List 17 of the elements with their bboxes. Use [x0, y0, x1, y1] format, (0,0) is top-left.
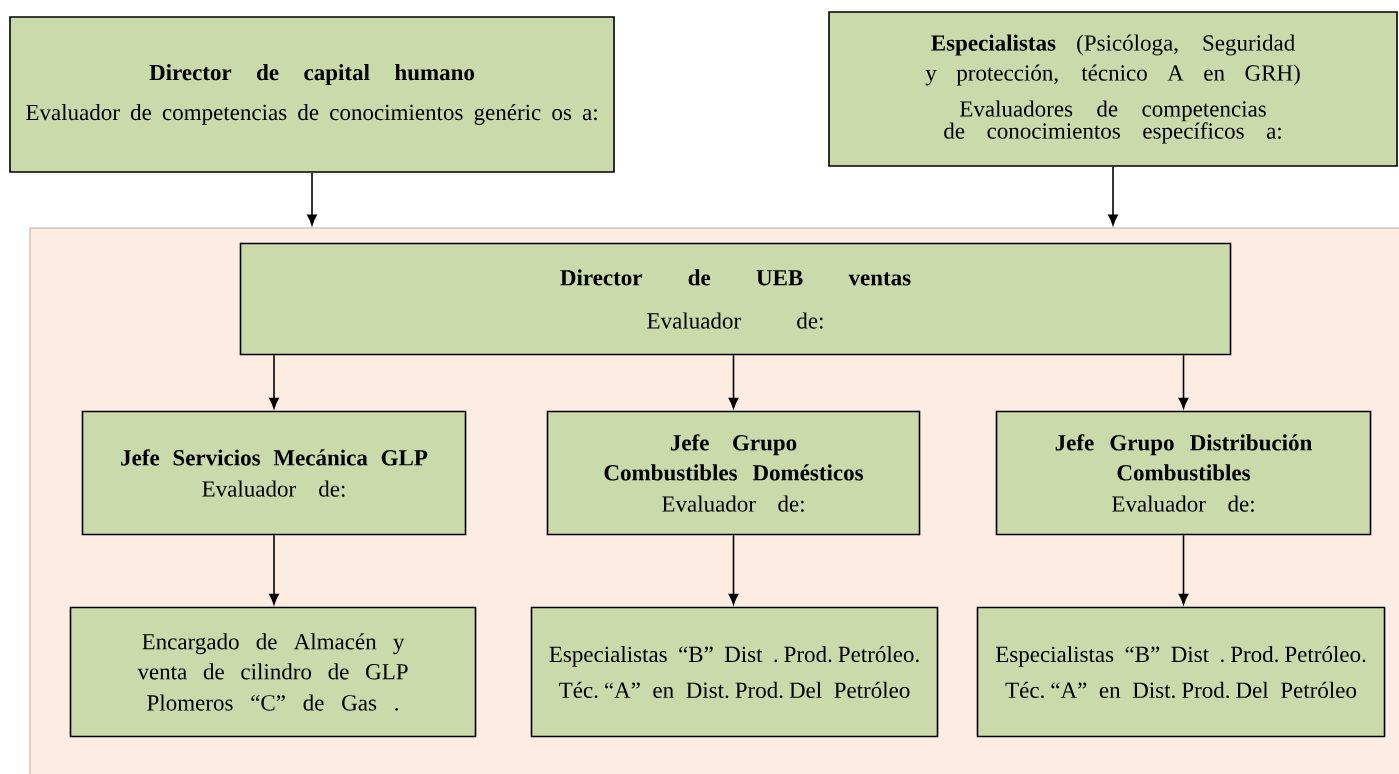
role-box: Director de UEB ventas Evaluador de:: [239, 242, 1232, 356]
role-box: Jefe Servicios Mecánica GLP Evaluador de:: [81, 410, 467, 536]
role-box: Jefe Grupo Distribución Combustibles Evaluador de:: [995, 410, 1372, 536]
role-box: Director de capital humano Evaluador de competencias de conocimientos genéric os a:: [9, 16, 615, 173]
arrow: [269, 534, 279, 605]
role-box: Especialistas “B” Dist . Prod. Petróleo. Téc. “A” en Dist. Prod. Del Petróleo: [976, 606, 1386, 738]
arrow: [1178, 354, 1189, 409]
arrow: [1178, 534, 1189, 605]
arrow: [728, 354, 739, 409]
role-box: Encargado de Almacén y venta de cilindro de GLP Plomeros “C” de Gas .: [69, 606, 477, 738]
arrow: [1108, 166, 1118, 226]
arrow: [307, 172, 317, 226]
role-box: Jefe Grupo Combustibles Domésticos Evaluador de:: [546, 410, 921, 536]
arrow: [269, 354, 279, 409]
role-box: Especialistas “B” Dist . Prod. Petróleo. Téc. “A” en Dist. Prod. Del Petróleo: [530, 606, 939, 738]
arrow: [728, 534, 739, 605]
role-box: Especialistas (Psicóloga, Seguridad y protección, técnico A en GRH) Evaluadores de competencias de conocimientos específicos a:: [828, 11, 1398, 167]
